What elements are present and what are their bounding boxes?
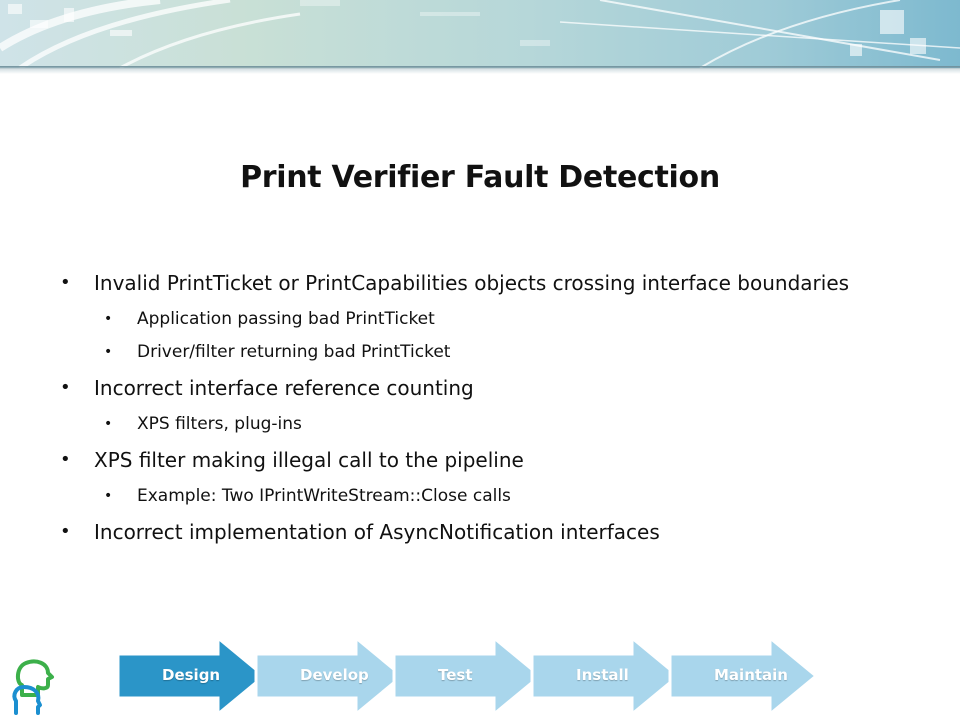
bullet-dot-icon: • [104, 311, 113, 327]
sub-bullet-item: • Driver/filter returning bad PrintTicke… [104, 340, 860, 364]
banner-shadow [0, 66, 960, 74]
people-heads-icon [8, 655, 64, 715]
lifecycle-steps: Design Develop Test Install Maintain [118, 636, 858, 714]
sub-bullet-text: Example: Two IPrintWriteStream::Close ca… [137, 486, 511, 506]
sub-bullet-item: • XPS filters, plug-ins [104, 412, 860, 436]
bullet-dot-icon: • [104, 488, 113, 504]
sub-bullet-item: • Application passing bad PrintTicket [104, 307, 860, 331]
bullet-text: Incorrect interface reference counting [94, 376, 474, 400]
step-label-install: Install [576, 666, 629, 684]
bullet-item: • Incorrect implementation of AsyncNotif… [60, 517, 860, 547]
bullet-dot-icon: • [60, 521, 71, 542]
bullet-text: Invalid PrintTicket or PrintCapabilities… [94, 271, 850, 295]
bullet-dot-icon: • [104, 416, 113, 432]
lifecycle-arrows [118, 636, 819, 714]
bullet-item: • XPS filter making illegal call to the … [60, 445, 860, 475]
bullet-dot-icon: • [104, 344, 113, 360]
step-label-develop: Develop [300, 666, 369, 684]
step-arrow-install [530, 636, 681, 714]
step-arrow-maintain [668, 636, 819, 714]
bullet-list: • Invalid PrintTicket or PrintCapabiliti… [60, 268, 860, 556]
bullet-item: • Incorrect interface reference counting [60, 373, 860, 403]
sub-bullet-item: • Example: Two IPrintWriteStream::Close … [104, 484, 860, 508]
step-arrow-test [392, 636, 543, 714]
step-arrow-develop [254, 636, 405, 714]
step-label-design: Design [162, 666, 221, 684]
bullet-text: Incorrect implementation of AsyncNotific… [94, 520, 660, 544]
header-banner [0, 0, 960, 68]
bullet-dot-icon: • [60, 449, 71, 470]
sub-bullet-text: XPS filters, plug-ins [137, 414, 302, 434]
bullet-dot-icon: • [60, 377, 71, 398]
bullet-dot-icon: • [60, 272, 71, 293]
step-arrow-design [118, 636, 267, 714]
banner-pattern [0, 0, 960, 68]
sub-bullet-text: Driver/filter returning bad PrintTicket [137, 342, 451, 362]
bullet-item: • Invalid PrintTicket or PrintCapabiliti… [60, 268, 860, 298]
bullet-text: XPS filter making illegal call to the pi… [94, 448, 524, 472]
slide-title: Print Verifier Fault Detection [240, 160, 720, 195]
sub-bullet-text: Application passing bad PrintTicket [137, 309, 435, 329]
step-label-maintain: Maintain [714, 666, 788, 684]
step-label-test: Test [438, 666, 473, 684]
